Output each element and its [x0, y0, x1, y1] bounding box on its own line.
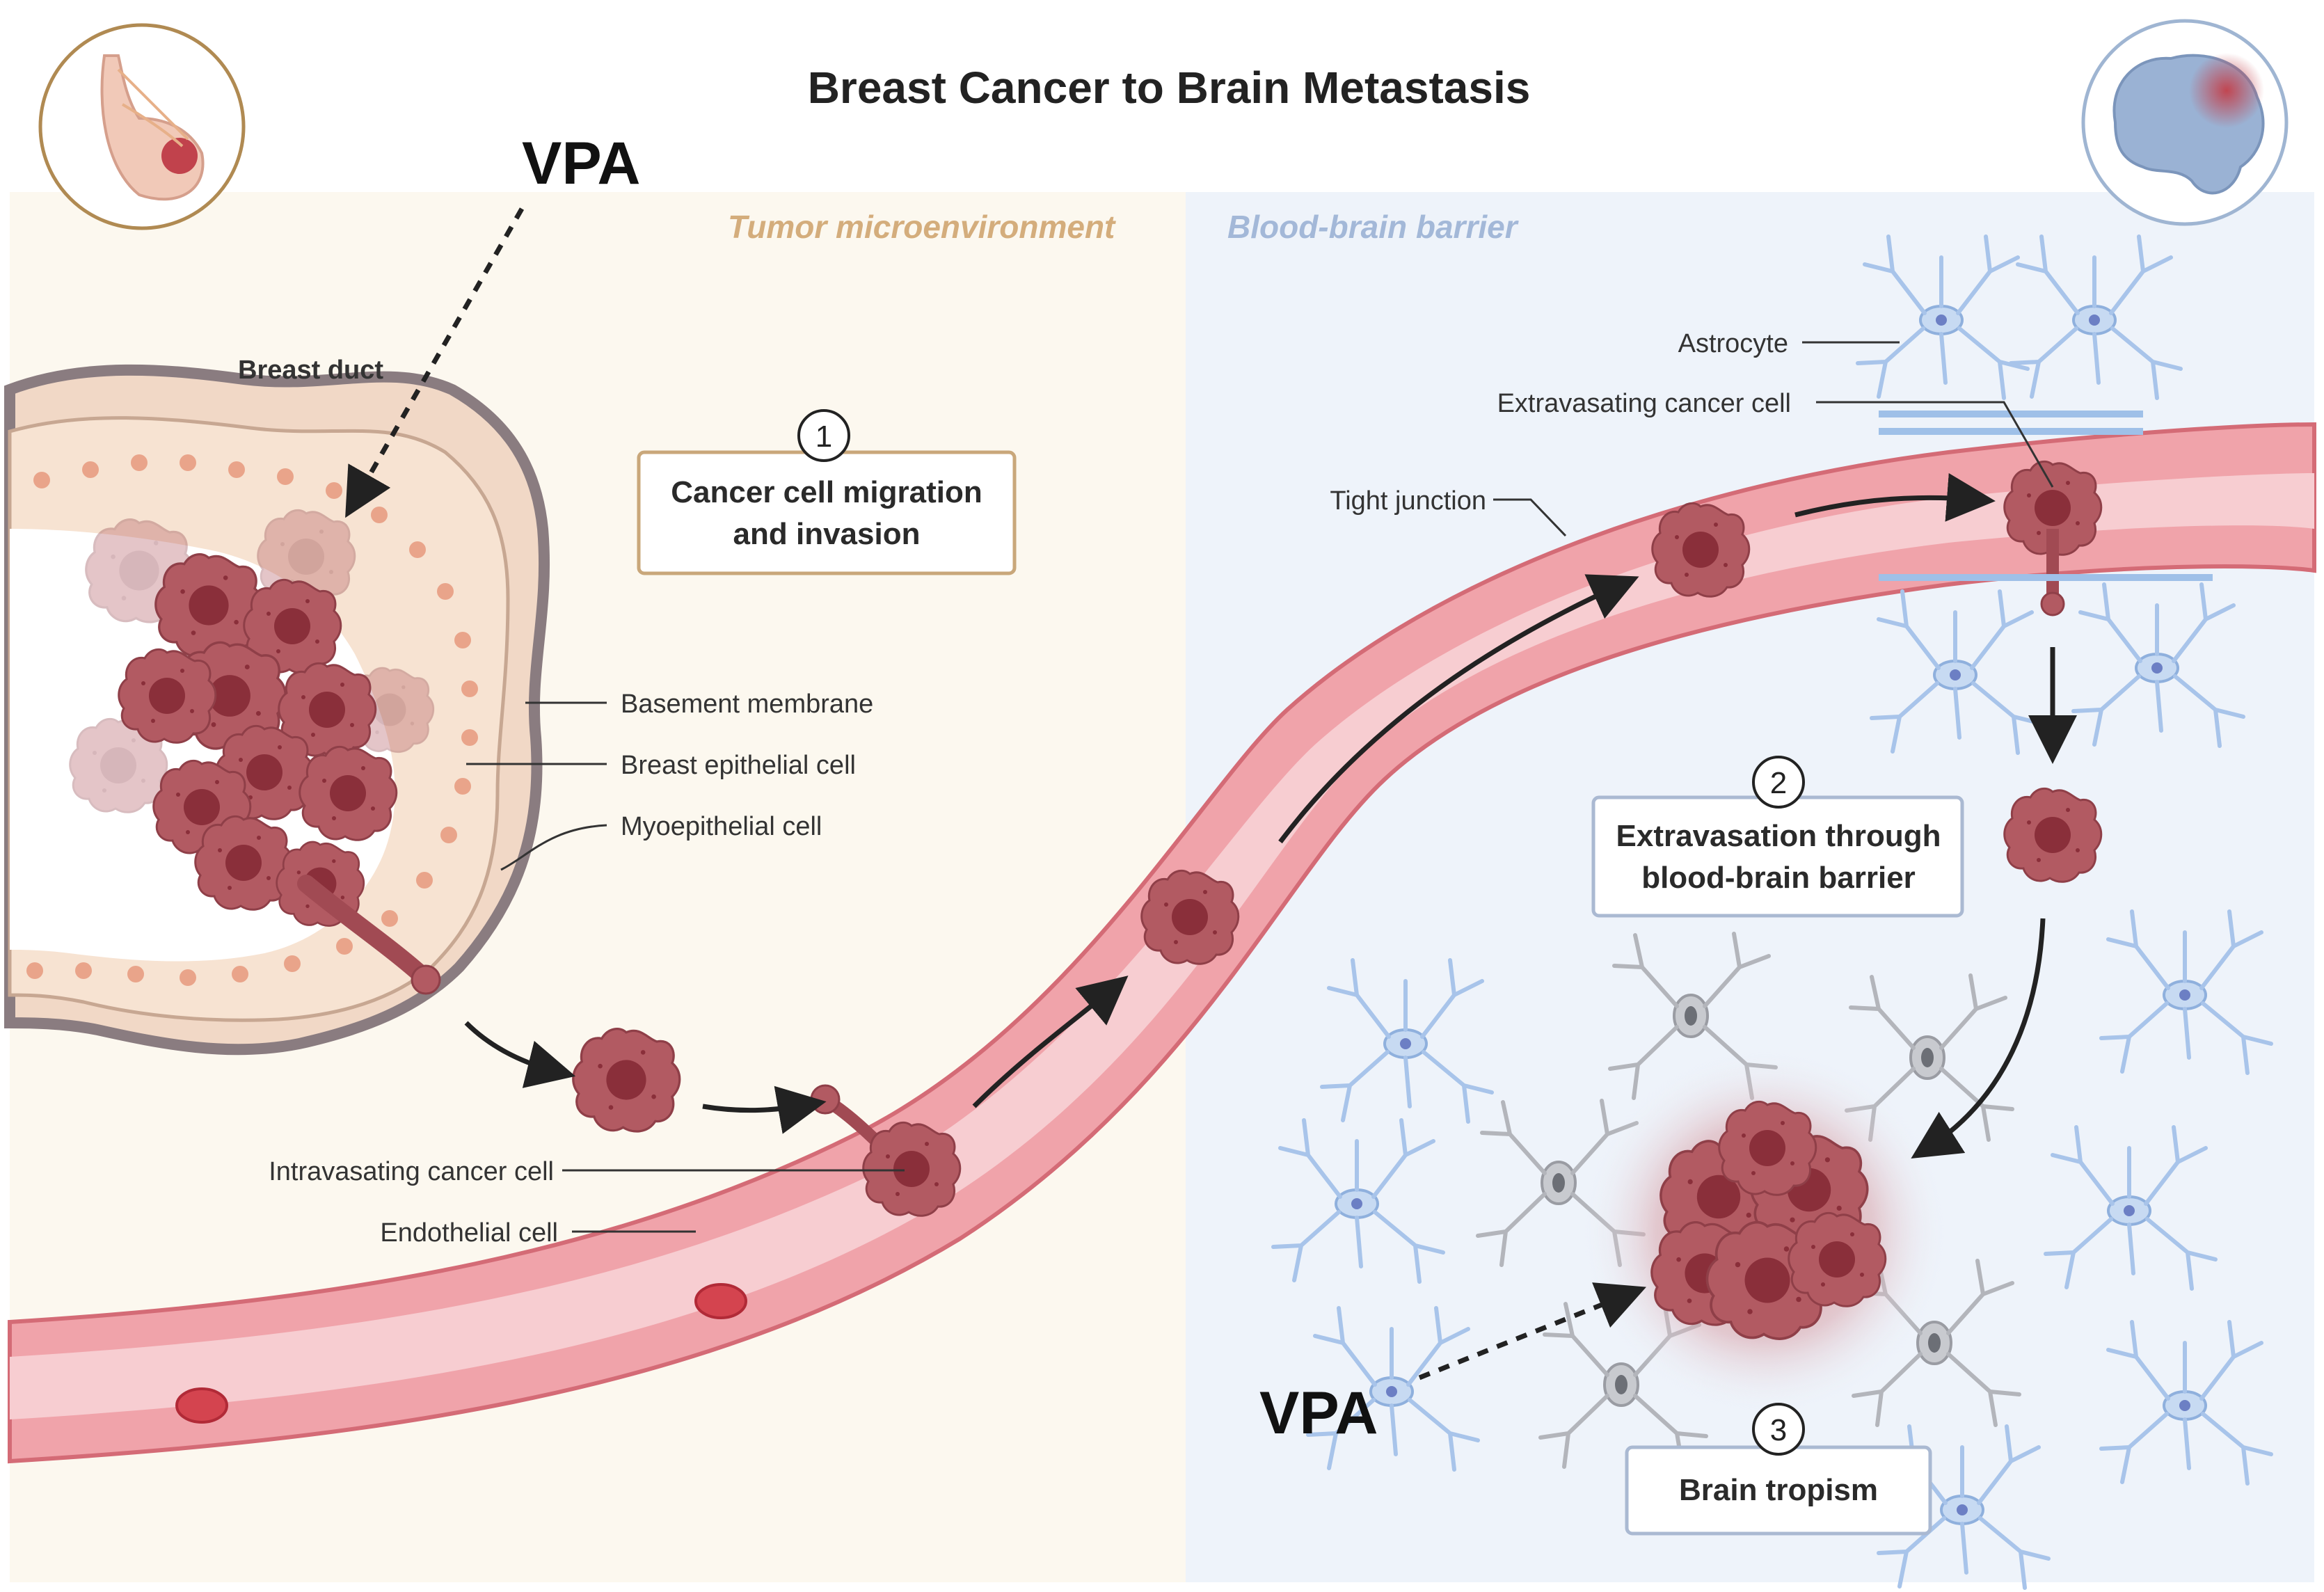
vessel-cancer-cell-2 [1651, 502, 1751, 598]
basement-membrane-label: Basement membrane [621, 690, 873, 719]
step-3-line1: Brain tropism [1679, 1473, 1878, 1507]
step-2-line2: blood-brain barrier [1641, 861, 1916, 895]
leader-lines [466, 341, 2054, 1233]
circulating-cancer-cell [572, 1028, 681, 1133]
tight-junction-label: Tight junction [1330, 486, 1486, 516]
step-1: 1 Cancer cell migration and invasion [637, 409, 1017, 575]
bbb-region-label: Blood-brain barrier [1227, 209, 1519, 245]
astrocyte-label: Astrocyte [1678, 329, 1788, 358]
vpa-arrows [345, 207, 1646, 1380]
intravasating-cancer-cell-label: Intravasating cancer cell [269, 1157, 554, 1186]
step-3-number: 3 [1770, 1413, 1787, 1447]
breast-icon [38, 23, 246, 230]
brain-icon [2081, 19, 2289, 226]
vpa-label-bottom: VPA [1259, 1380, 1378, 1447]
vessel-cancer-cell [1140, 869, 1240, 965]
intravasating-cancer-cell [862, 1121, 962, 1217]
extravasating-cancer-cell-label: Extravasating cancer cell [1497, 389, 1791, 418]
myoepithelial-cell-label: Myoepithelial cell [621, 812, 822, 841]
step-2-number: 2 [1770, 766, 1787, 800]
vpa-label-top: VPA [522, 130, 640, 197]
figure-title: Breast Cancer to Brain Metastasis [808, 63, 1531, 113]
step-1-line2: and invasion [733, 517, 921, 551]
extravasated-cancer-cell [2003, 787, 2103, 883]
breast-epithelial-cell-label: Breast epithelial cell [621, 751, 856, 780]
step-1-number: 1 [815, 420, 832, 454]
endothelial-cell-label: Endothelial cell [380, 1218, 558, 1248]
step-1-line1: Cancer cell migration [671, 475, 982, 509]
step-3: 3 Brain tropism [1625, 1403, 1932, 1536]
tumor-region-label: Tumor microenvironment [728, 209, 1116, 245]
step-2: 2 Extravasation through blood-brain barr… [1591, 756, 1964, 918]
flow-arrows [464, 472, 2077, 1159]
step-2-line1: Extravasation through [1616, 819, 1941, 853]
breast-duct [4, 364, 550, 1056]
breast-duct-label: Breast duct [238, 356, 383, 385]
